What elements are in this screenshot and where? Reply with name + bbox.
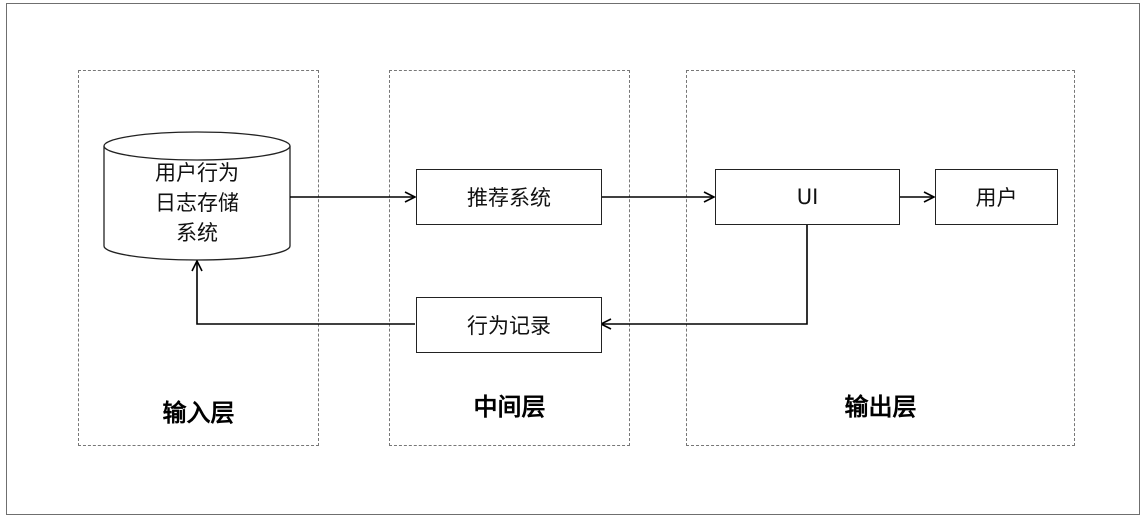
database-cylinder — [103, 131, 291, 261]
ui-label: UI — [796, 185, 819, 209]
recommender-label: 推荐系统 — [467, 186, 551, 210]
user-box: 用户 — [935, 169, 1058, 225]
middle-layer-title: 中间层 — [473, 393, 546, 421]
middle-layer: 中间层 — [389, 70, 630, 446]
input-layer-title: 输入层 — [162, 399, 235, 427]
behavior-record-box: 行为记录 — [416, 297, 602, 353]
user-label: 用户 — [975, 186, 1018, 210]
arrow-behavior-record-to-storage — [197, 261, 415, 325]
input-layer: 输入层 — [78, 70, 319, 446]
log-storage-label: 用户行为 日志存储 系统 — [104, 158, 290, 248]
log-storage-line-3: 系统 — [176, 221, 218, 245]
behavior-record-label: 行为记录 — [467, 314, 551, 338]
arrow-ui-to-behavior-record — [601, 225, 808, 324]
log-storage-line-2: 日志存储 — [155, 191, 239, 215]
log-storage-line-1: 用户行为 — [155, 161, 239, 185]
output-layer: 输出层 — [686, 70, 1075, 446]
diagram-frame — [6, 3, 1140, 515]
output-layer-title: 输出层 — [844, 393, 917, 421]
recommender-box: 推荐系统 — [416, 169, 602, 225]
ui-box: UI — [715, 169, 900, 225]
